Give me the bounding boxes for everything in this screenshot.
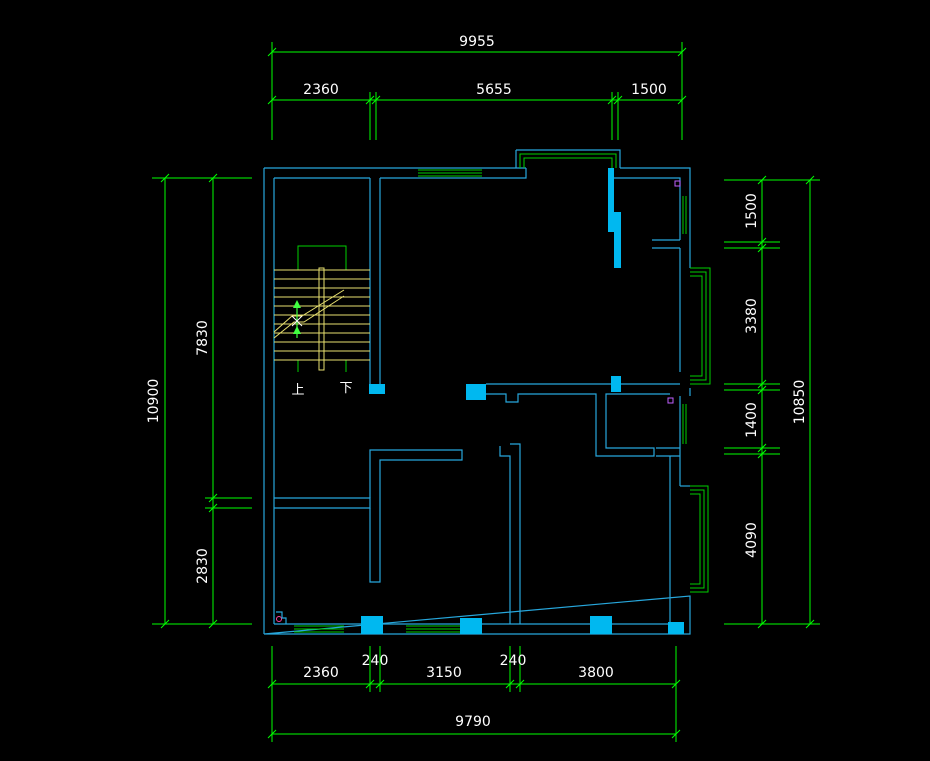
dim-bottom-seg-3: 3150 (426, 665, 462, 681)
bottom-dimension-chain: 2360 240 3150 240 3800 9790 (267, 646, 681, 742)
dim-right-seg-4: 4090 (744, 522, 760, 558)
column (590, 616, 612, 634)
dim-bottom-seg-5: 3800 (578, 665, 614, 681)
dim-top-seg-2: 5655 (476, 82, 512, 98)
columns (361, 168, 684, 634)
dim-top-total: 9955 (459, 34, 495, 50)
window-top (418, 169, 482, 177)
stair-arrows (291, 300, 303, 338)
right-dimension-chain: 1500 3380 1400 4090 10850 (724, 175, 820, 629)
dim-left-seg-2: 2830 (195, 548, 211, 584)
dim-right-seg-2: 3380 (744, 298, 760, 334)
markers (276, 180, 681, 624)
dim-bottom-seg-1: 2360 (303, 665, 339, 681)
bay-window-right-lower (690, 485, 709, 593)
marker-square (674, 180, 681, 187)
dim-left-total: 10900 (146, 379, 162, 424)
dim-bottom-total: 9790 (455, 714, 491, 730)
window-right-middle (682, 404, 687, 444)
bay-window-top (519, 153, 617, 168)
top-dimension-chain: 9955 2360 5655 1500 (267, 34, 687, 140)
dim-right-seg-1: 1500 (744, 193, 760, 229)
stair-treads (274, 269, 370, 361)
dim-right-total: 10850 (792, 380, 808, 425)
stair-up-label: 上 (291, 383, 304, 398)
marker-circle (276, 616, 282, 622)
window-bottom-left (294, 625, 344, 633)
column (614, 212, 621, 268)
windows (294, 153, 711, 633)
column (611, 376, 621, 392)
column (361, 616, 383, 634)
dim-right-seg-3: 1400 (744, 402, 760, 438)
left-dimension-chain: 10900 7830 2830 (146, 173, 252, 629)
column (668, 622, 684, 634)
dim-top-seg-1: 2360 (303, 82, 339, 98)
stair-down-label: 下 (339, 381, 352, 396)
bay-window-right-upper (690, 267, 711, 385)
window-right-upper (682, 196, 687, 234)
dim-bottom-seg-4: 240 (500, 653, 527, 669)
staircase: 上 下 (273, 245, 370, 398)
column (460, 618, 482, 634)
column (466, 384, 486, 400)
window-bottom-middle (406, 625, 460, 633)
column (608, 168, 614, 232)
dim-left-seg-1: 7830 (195, 320, 211, 356)
dim-top-seg-3: 1500 (631, 82, 667, 98)
stair-handrail (318, 267, 325, 371)
dim-bottom-seg-2: 240 (362, 653, 389, 669)
column (369, 384, 385, 394)
marker-square (667, 397, 674, 404)
